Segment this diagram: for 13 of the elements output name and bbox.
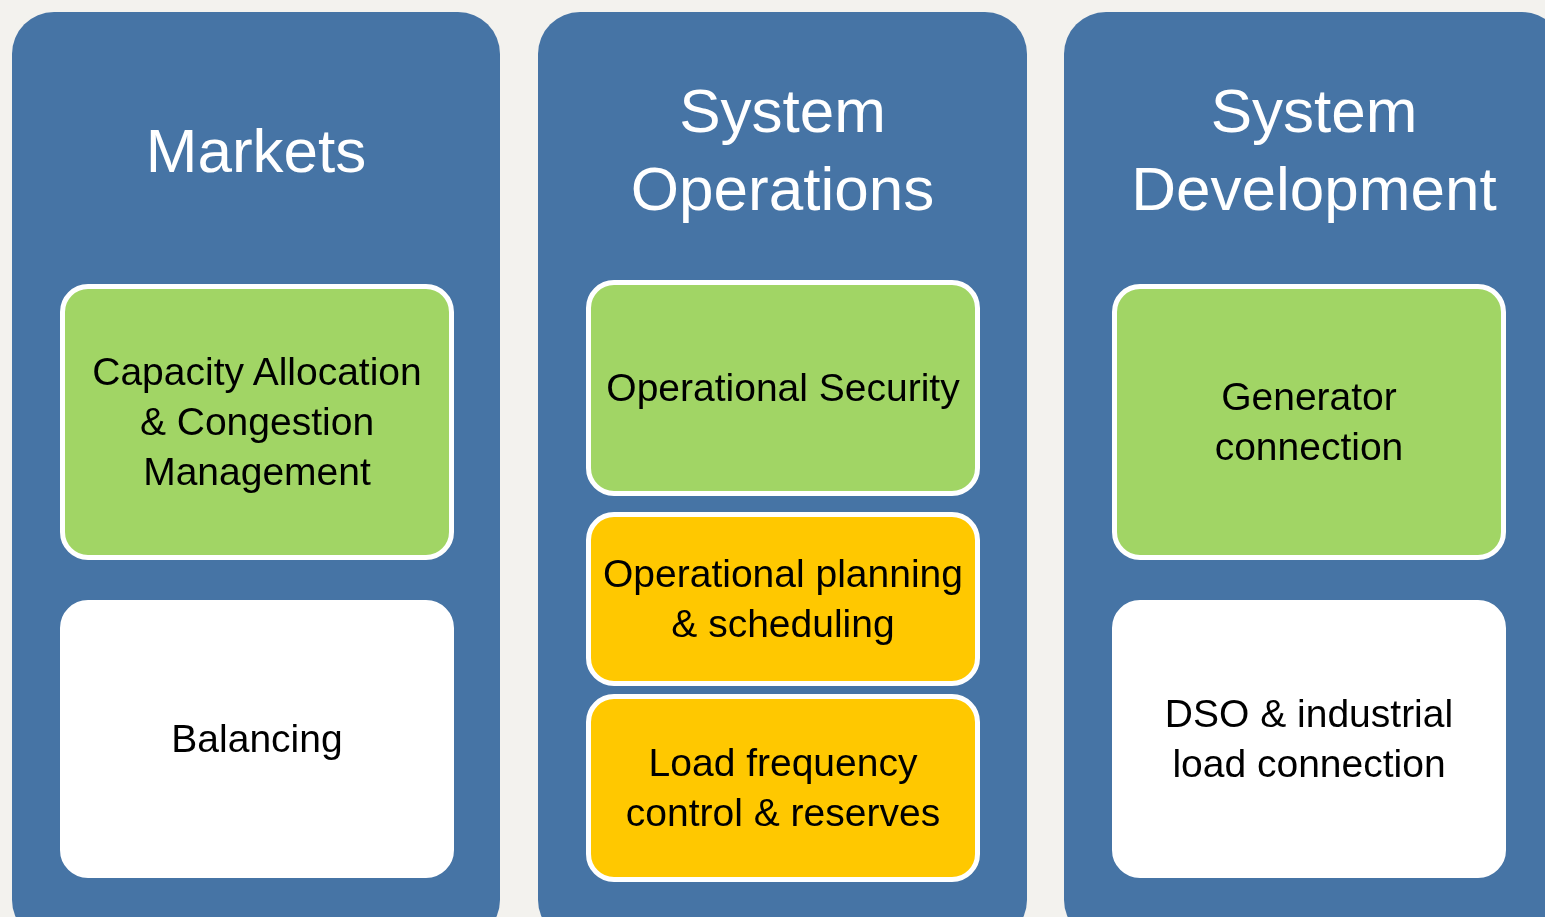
column-panel	[1064, 12, 1545, 917]
topic-card: Load frequency control & reserves	[586, 694, 980, 882]
topic-card: DSO & industrial load connection	[1112, 600, 1506, 878]
topic-card: Generator connection	[1112, 284, 1506, 560]
topic-card: Operational planning & scheduling	[586, 512, 980, 686]
column-heading: Markets	[144, 115, 368, 187]
column-panel	[12, 12, 500, 917]
column-heading: System Development	[1130, 75, 1498, 225]
column-heading: System Operations	[629, 75, 936, 225]
topic-card: Balancing	[60, 600, 454, 878]
topic-card: Capacity Allocation & Congestion Management	[60, 284, 454, 560]
column-panel	[538, 12, 1027, 917]
topic-card: Operational Security	[586, 280, 980, 496]
